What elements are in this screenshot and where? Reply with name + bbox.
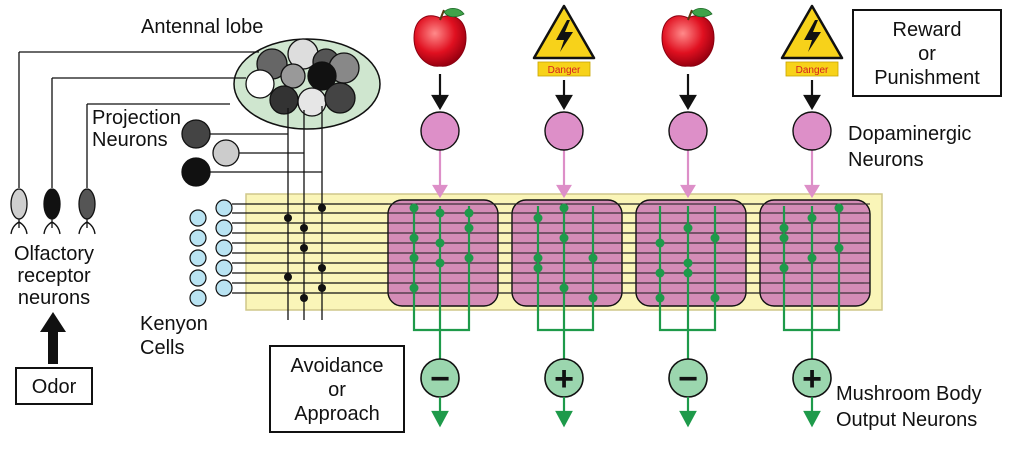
avoidance-label-1: Avoidance bbox=[290, 355, 383, 377]
danger-label: Danger bbox=[796, 65, 829, 76]
dopaminergic-label-2: Neurons bbox=[848, 149, 924, 171]
mbon-dendrites bbox=[412, 206, 841, 360]
mushroom-body-output-neurons: − + − + bbox=[420, 358, 832, 428]
odor-label: Odor bbox=[32, 376, 77, 398]
mbon-label-1: Mushroom Body bbox=[836, 383, 982, 405]
reward-label-3: Punishment bbox=[874, 67, 980, 89]
projection-neurons-label: Projection bbox=[92, 107, 181, 129]
kenyon-cells-label-1: Kenyon bbox=[140, 313, 208, 335]
dopaminergic-neurons bbox=[420, 111, 832, 199]
apple-icon bbox=[661, 8, 715, 67]
glomeruli bbox=[245, 38, 360, 117]
reward-label-1: Reward bbox=[893, 19, 962, 41]
olfactory-label-3: neurons bbox=[18, 287, 90, 309]
reward-box bbox=[852, 9, 1002, 97]
avoidance-box bbox=[269, 345, 405, 433]
apple-icon bbox=[413, 8, 467, 67]
projection-neurons bbox=[181, 106, 323, 320]
kc-mbon-synapses bbox=[409, 203, 844, 303]
danger-icon: Danger bbox=[532, 4, 596, 77]
olfactory-receptor-neurons bbox=[10, 51, 259, 235]
odor-box bbox=[15, 367, 93, 405]
odor-arrow bbox=[40, 312, 66, 364]
output-sign: + bbox=[802, 360, 822, 398]
pn-kc-synapses bbox=[284, 204, 326, 302]
danger-label: Danger bbox=[548, 65, 581, 76]
reward-label-2: or bbox=[918, 43, 936, 65]
stimulus-arrows bbox=[431, 74, 821, 111]
output-sign: − bbox=[678, 360, 698, 398]
mbon-label-2: Output Neurons bbox=[836, 409, 977, 431]
kenyon-cells-label-2: Cells bbox=[140, 337, 184, 359]
output-sign: − bbox=[430, 360, 450, 398]
kenyon-cells bbox=[189, 199, 233, 307]
olfactory-label-2: receptor bbox=[17, 265, 91, 287]
projection-neurons-label-2: Neurons bbox=[92, 129, 168, 151]
antennal-lobe-label: Antennal lobe bbox=[141, 16, 263, 38]
avoidance-label-3: Approach bbox=[294, 403, 380, 425]
avoidance-label-2: or bbox=[328, 379, 346, 401]
olfactory-label-1: Olfactory bbox=[14, 243, 94, 265]
danger-icon: Danger bbox=[780, 4, 844, 77]
dopaminergic-label-1: Dopaminergic bbox=[848, 123, 971, 145]
output-sign: + bbox=[554, 360, 574, 398]
